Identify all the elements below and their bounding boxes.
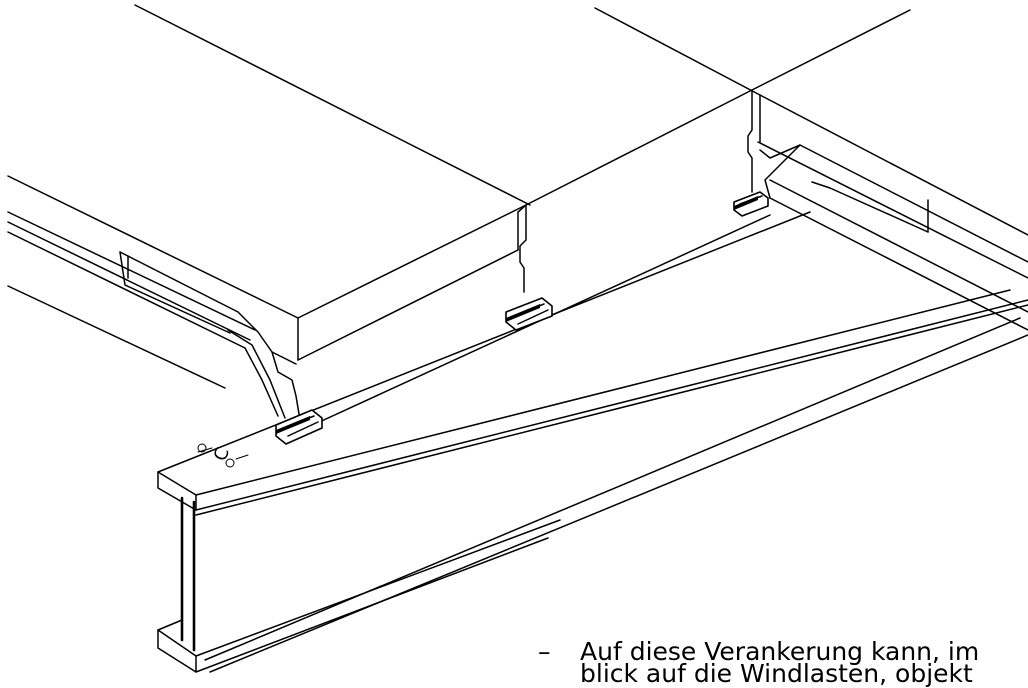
middle-sandwich-panel <box>297 7 761 361</box>
beam-marking: C <box>210 445 234 465</box>
note-bullet: – <box>538 637 551 666</box>
fixing-clip-left <box>275 409 323 445</box>
fixing-clip-middle <box>505 297 553 331</box>
annotation-note: –Auf diese Verankerung kann, im blick au… <box>538 637 1028 686</box>
left-sandwich-panel <box>7 4 531 421</box>
right-sandwich-panel <box>751 9 1028 331</box>
note-text-1: Auf diese Verankerung kann, im <box>580 637 980 666</box>
fixing-clip-right <box>733 191 769 217</box>
steel-i-beam <box>157 211 1028 673</box>
note-line-1: –Auf diese Verankerung kann, im <box>538 637 1028 666</box>
